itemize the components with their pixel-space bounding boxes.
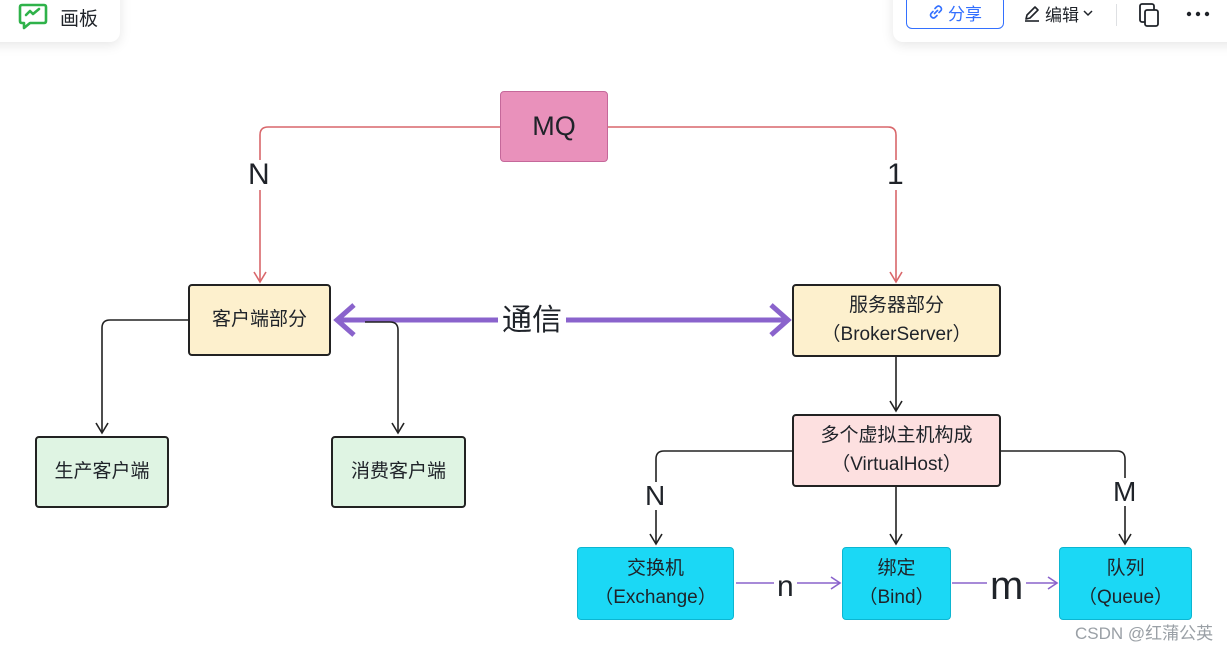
node-producer-client[interactable]: 生产客户端 — [35, 436, 169, 508]
arrowhead-server — [889, 271, 903, 284]
node-exchange[interactable]: 交换机 （Exchange） — [577, 547, 734, 620]
arrowhead-queue — [1118, 533, 1132, 546]
share-button[interactable]: 分享 — [906, 0, 1004, 29]
arrowhead-queue-purple — [1047, 576, 1059, 590]
edge-client-producer — [101, 319, 188, 433]
arrowhead-producer — [95, 422, 109, 435]
arrowhead-comm-left — [333, 303, 356, 337]
toolbar-right: 分享 编辑 — [893, 0, 1227, 42]
edge-mq-server — [608, 126, 897, 282]
arrowhead-comm-right — [769, 303, 792, 337]
edge-mq-client — [259, 126, 500, 282]
app-title: 画板 — [60, 9, 99, 30]
arrowhead-vhost — [889, 400, 903, 413]
node-bind[interactable]: 绑定 （Bind） — [842, 547, 951, 620]
share-label: 分享 — [948, 4, 982, 24]
arrowhead-consumer — [391, 422, 405, 435]
node-consumer-client[interactable]: 消费客户端 — [331, 436, 466, 508]
node-exchange-label: 交换机 — [626, 558, 684, 579]
toolbar-divider — [1116, 4, 1117, 26]
arrowhead-bind — [889, 533, 903, 546]
arrowhead-client — [253, 271, 267, 284]
node-queue-label: 队列 — [1106, 558, 1145, 579]
watermark: CSDN @红蒲公英 — [1075, 624, 1214, 643]
more-icon[interactable] — [1185, 10, 1211, 18]
arrowhead-exchange — [649, 533, 663, 546]
whiteboard-icon — [18, 3, 48, 30]
node-bind-label: 绑定 — [877, 558, 916, 579]
node-bind-sublabel: （Bind） — [858, 586, 935, 608]
edge-label-vhost-exchange: N — [645, 480, 666, 511]
node-vhost-label: 多个虚拟主机构成 — [820, 425, 973, 446]
node-exchange-sublabel: （Exchange） — [594, 586, 717, 608]
node-server-sublabel: （BrokerServer） — [821, 323, 972, 345]
edge-client-consumer — [365, 321, 399, 433]
node-virtual-host[interactable]: 多个虚拟主机构成 （VirtualHost） — [792, 414, 1001, 487]
node-server-label: 服务器部分 — [848, 295, 944, 316]
edge-label-exchange-bind: n — [774, 572, 797, 602]
node-server-part[interactable]: 服务器部分 （BrokerServer） — [792, 284, 1001, 357]
node-vhost-sublabel: （VirtualHost） — [831, 453, 962, 475]
node-consumer-label: 消费客户端 — [350, 460, 446, 482]
edge-label-vhost-queue: M — [1113, 476, 1137, 507]
copy-icon[interactable] — [1137, 2, 1161, 28]
node-client-part[interactable]: 客户端部分 — [188, 284, 331, 356]
node-client-label: 客户端部分 — [211, 308, 307, 330]
node-producer-label: 生产客户端 — [54, 460, 150, 482]
edit-label: 编辑 — [1045, 5, 1079, 25]
edge-vhost-exchange — [655, 450, 792, 544]
pen-icon — [1025, 6, 1039, 22]
toolbar-left: 画板 — [0, 0, 120, 42]
arrowhead-bind-purple — [830, 576, 842, 590]
chevron-down-icon — [1083, 10, 1093, 17]
edge-label-mq-client: N — [248, 158, 270, 191]
edge-label-bind-queue: m — [987, 566, 1027, 606]
node-queue-sublabel: （Queue） — [1077, 586, 1174, 608]
edge-vhost-queue — [1001, 450, 1126, 544]
edge-label-communication: 通信 — [498, 306, 566, 336]
node-queue[interactable]: 队列 （Queue） — [1059, 547, 1192, 620]
link-icon — [929, 5, 943, 19]
edge-label-mq-server: 1 — [887, 158, 904, 191]
edit-button[interactable]: 编辑 — [1023, 0, 1093, 26]
node-mq-label: MQ — [532, 111, 576, 142]
node-mq[interactable]: MQ — [500, 91, 608, 162]
